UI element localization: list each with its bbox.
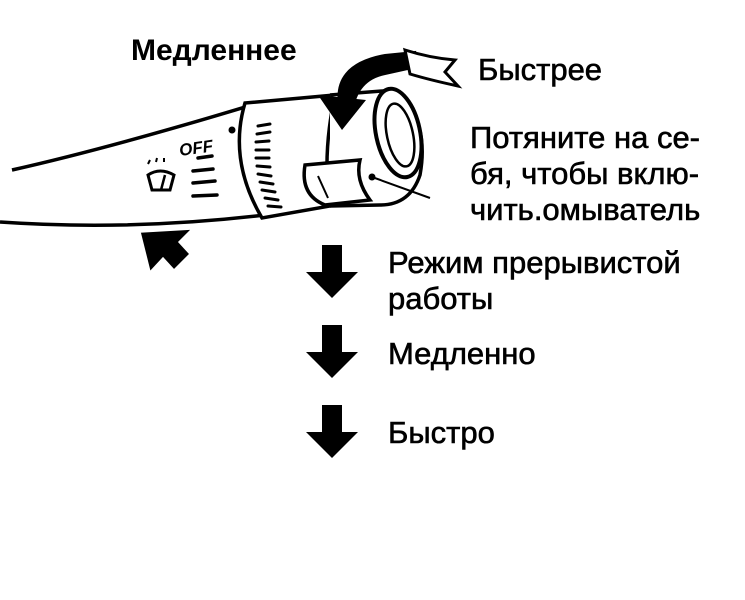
label-slow: Медленно [388,336,536,371]
wiper-symbol [146,169,176,192]
label-intermittent: Режим прерывистой работы [388,245,681,317]
knob-end-inner [384,102,416,168]
label-fast: Быстро [388,415,495,450]
down-arrow-icon [306,245,358,298]
knob-finger-grip [302,158,374,207]
pull-arrow-shape [139,228,194,274]
wiper-symbol-spray-1 [147,159,151,165]
wiper-stalk [0,102,266,227]
label-pull-line-2: бя, чтобы вклю- [470,156,700,192]
knob-grip-line [317,175,329,199]
down-arrow-icon [306,405,358,458]
down-arrow-slow [306,325,358,378]
down-arrow-fast [306,405,358,458]
curved-arrow-head [318,95,366,130]
speed-marks [191,154,219,198]
curved-arrow-tail [403,47,463,89]
label-slower: Медленнее [131,34,297,67]
label-intermittent-line-1: Режим прерывистой [388,245,681,281]
ring-position-dot [228,126,236,134]
label-faster: Быстрее [478,52,603,87]
pull-arrow-icon [139,228,194,274]
down-arrow-icon [306,325,358,378]
curved-arrow-icon [318,47,463,130]
stalk-outline-bottom [0,213,266,227]
down-arrow-intermittent [306,245,358,298]
wiper-symbol-blade [159,174,167,191]
pull-pointer-line [371,176,431,199]
off-marking: OFF [178,136,215,160]
wiper-symbol-spray-2 [155,157,158,163]
label-pull-line-1: Потяните на се- [470,120,701,156]
grip-ribs [254,122,283,209]
label-pull-line-3: чить.омыватель [470,192,701,228]
label-pull-to-wash: Потяните на се- бя, чтобы вклю- чить.омы… [470,120,701,228]
stalk-outline-top [11,102,256,172]
stalk-end-knob [302,86,431,208]
wiper-icon [146,157,176,192]
label-intermittent-line-2: работы [388,281,494,317]
